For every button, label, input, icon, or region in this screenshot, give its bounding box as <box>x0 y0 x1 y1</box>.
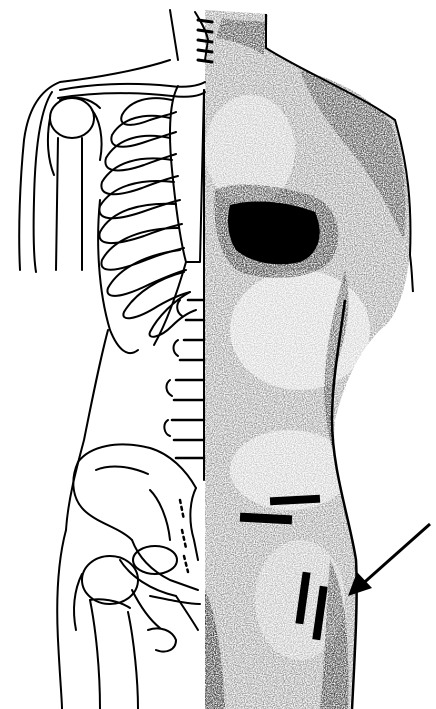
left-body-contour <box>19 60 170 270</box>
waist-contour <box>66 330 108 530</box>
pelvis <box>73 444 200 604</box>
humerus <box>56 138 82 270</box>
skeleton-half <box>19 10 212 709</box>
arm-contour <box>410 255 413 292</box>
arrow-icon <box>348 524 430 596</box>
shoulder-joint <box>48 98 102 175</box>
clavicle <box>60 82 205 90</box>
abdomen-highlight <box>230 270 370 390</box>
